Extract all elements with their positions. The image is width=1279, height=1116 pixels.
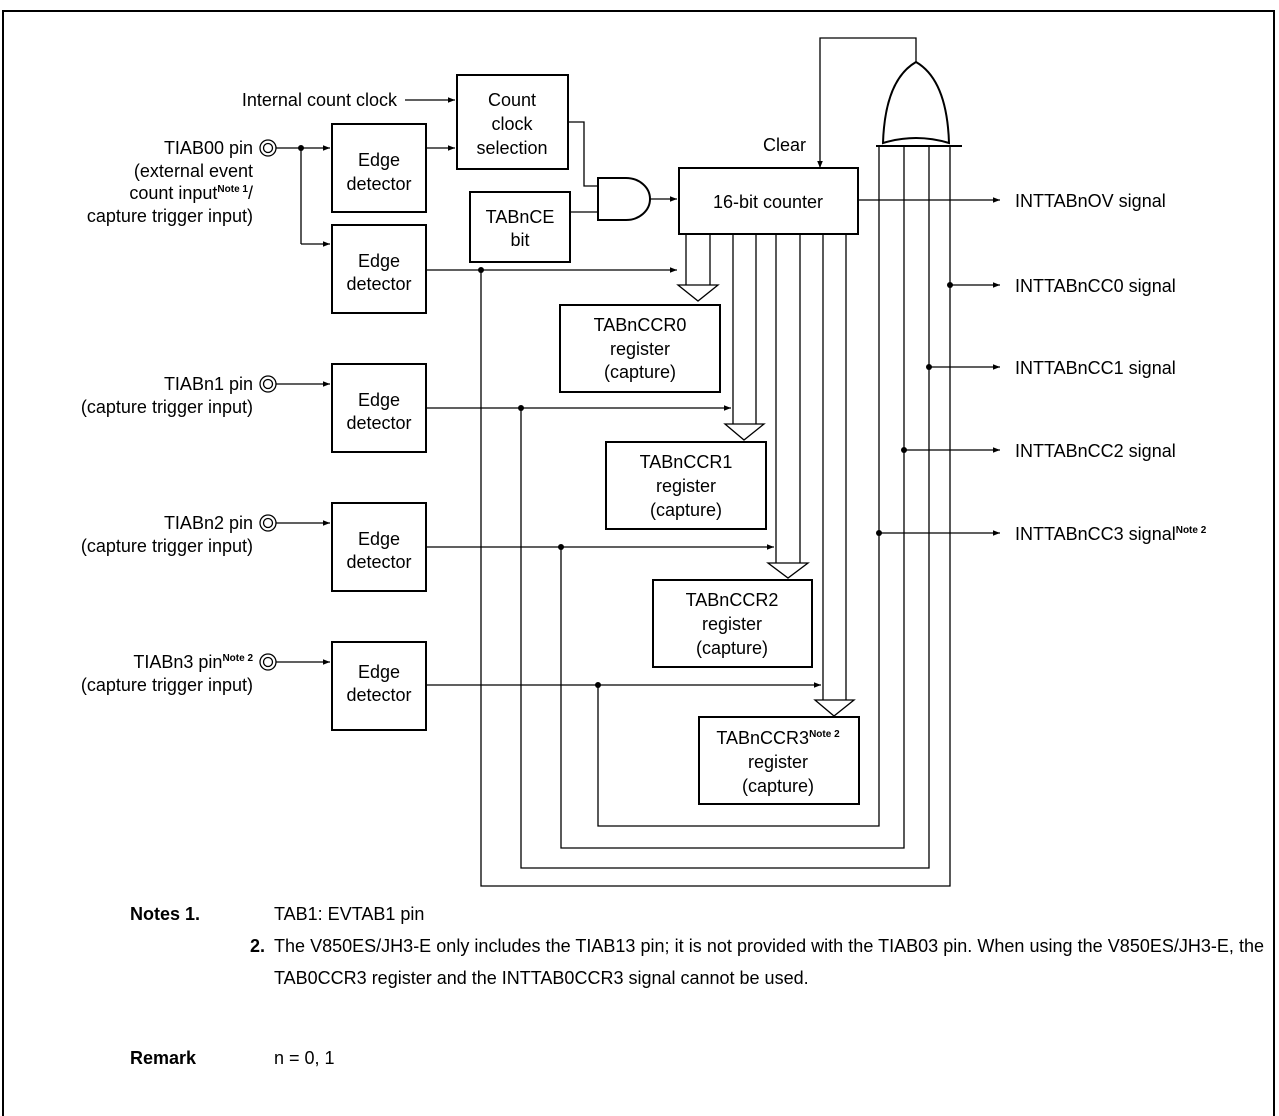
svg-text:(capture): (capture) <box>742 776 814 796</box>
svg-text:(capture): (capture) <box>696 638 768 658</box>
output-cc0-label: INTTABnCC0 signal <box>1015 276 1176 296</box>
svg-text:(capture): (capture) <box>650 500 722 520</box>
count-clock-selection: Count clock selection <box>456 74 569 170</box>
junction-dot <box>518 405 524 411</box>
svg-text:(external event: (external event <box>134 161 253 181</box>
bus-arrow-icon <box>723 423 766 441</box>
svg-text:16-bit counter: 16-bit counter <box>713 192 823 212</box>
svg-text:count inputNote 1/: count inputNote 1/ <box>129 183 253 203</box>
junction-dot <box>298 145 304 151</box>
register-ccr1: TABnCCR1 register (capture) <box>605 441 767 530</box>
pin-icon <box>259 653 277 671</box>
svg-text:Edge: Edge <box>358 529 400 549</box>
edge-detector-2: Edge detector <box>331 224 427 314</box>
capture-trigger-wires <box>426 146 951 887</box>
svg-text:TABnCCR1: TABnCCR1 <box>640 452 733 472</box>
edge-detector-5: Edge detector <box>331 641 427 731</box>
svg-text:TABnCCR2: TABnCCR2 <box>686 590 779 610</box>
svg-text:detector: detector <box>346 274 411 294</box>
register-ccr0: TABnCCR0 register (capture) <box>559 304 721 393</box>
junction-dot <box>558 544 564 550</box>
junction-dot <box>595 682 601 688</box>
tiabn3-label: TIABn3 pinNote 2 (capture trigger input) <box>81 652 254 695</box>
note-1-text: TAB1: EVTAB1 pin <box>274 904 425 924</box>
bus-arrow-icon <box>813 699 856 717</box>
pin-icon <box>259 139 277 157</box>
svg-text:(capture): (capture) <box>604 362 676 382</box>
svg-text:detector: detector <box>346 552 411 572</box>
svg-text:detector: detector <box>346 685 411 705</box>
tiabn2-label: TIABn2 pin (capture trigger input) <box>81 513 253 556</box>
junction-dot <box>876 530 882 536</box>
junction-dot <box>926 364 932 370</box>
output-cc2-label: INTTABnCC2 signal <box>1015 441 1176 461</box>
svg-text:detector: detector <box>346 174 411 194</box>
notes-heading: Notes 1. <box>130 904 201 924</box>
svg-text:bit: bit <box>510 230 529 250</box>
clear-feedback-wire <box>817 37 917 168</box>
junction-dot <box>947 282 953 288</box>
or-gate <box>876 60 962 147</box>
edge-detector-4: Edge detector <box>331 502 427 592</box>
tabnce-bit: TABnCE bit <box>469 191 571 263</box>
svg-text:TIAB00 pin: TIAB00 pin <box>164 138 253 158</box>
note-2-text: The V850ES/JH3-E only includes the TIAB1… <box>274 936 1264 988</box>
clear-label: Clear <box>763 135 806 155</box>
pin-icon <box>259 375 277 393</box>
and-input-wires <box>568 121 677 213</box>
svg-text:TABnCE: TABnCE <box>486 207 555 227</box>
edge-detector-1: Edge detector <box>331 123 427 213</box>
svg-text:clock: clock <box>491 114 533 134</box>
svg-text:TIABn2 pin: TIABn2 pin <box>164 513 253 533</box>
tiab00-label: TIAB00 pin (external event count inputNo… <box>87 138 253 226</box>
svg-text:register: register <box>748 752 808 772</box>
svg-text:TABnCCR3Note 2: TABnCCR3Note 2 <box>716 728 840 748</box>
svg-text:TABnCCR0: TABnCCR0 <box>594 315 687 335</box>
junction-dot <box>478 267 484 273</box>
note-2-number: 2. <box>250 936 266 956</box>
register-ccr2: TABnCCR2 register (capture) <box>652 579 813 668</box>
svg-text:Edge: Edge <box>358 251 400 271</box>
and-gate <box>597 177 651 221</box>
register-ccr3: TABnCCR3Note 2 register (capture) <box>698 716 860 805</box>
svg-text:register: register <box>702 614 762 634</box>
svg-text:(capture trigger input): (capture trigger input) <box>81 536 253 556</box>
svg-text:Edge: Edge <box>358 662 400 682</box>
interrupt-output-wires <box>879 282 1000 536</box>
svg-text:TIABn1 pin: TIABn1 pin <box>164 374 253 394</box>
output-ov-label: INTTABnOV signal <box>1015 191 1166 211</box>
svg-text:Count: Count <box>488 90 536 110</box>
edge-detector-3: Edge detector <box>331 363 427 453</box>
svg-text:Edge: Edge <box>358 150 400 170</box>
remark-label: Remark <box>130 1048 197 1068</box>
pin-icon <box>259 514 277 532</box>
svg-text:detector: detector <box>346 413 411 433</box>
timer-block-diagram: Internal count clock TIAB00 pin (externa… <box>81 37 1207 887</box>
svg-text:capture trigger input): capture trigger input) <box>87 206 253 226</box>
junction-dot <box>901 447 907 453</box>
tiabn1-label: TIABn1 pin (capture trigger input) <box>81 374 253 417</box>
svg-text:register: register <box>656 476 716 496</box>
bus-arrow-icon <box>676 284 720 302</box>
svg-text:TIABn3 pinNote 2: TIABn3 pinNote 2 <box>133 652 253 672</box>
internal-clock-label: Internal count clock <box>242 90 398 110</box>
remark-text: n = 0, 1 <box>274 1048 335 1068</box>
bus-arrow-icon <box>766 562 810 579</box>
svg-text:selection: selection <box>476 138 547 158</box>
output-cc3-label: INTTABnCC3 signalNote 2 <box>1015 524 1207 544</box>
svg-text:Edge: Edge <box>358 390 400 410</box>
figure-frame <box>2 10 1275 1116</box>
svg-text:register: register <box>610 339 670 359</box>
counter-bus-wires <box>685 234 847 700</box>
output-cc1-label: INTTABnCC1 signal <box>1015 358 1176 378</box>
svg-text:(capture trigger input): (capture trigger input) <box>81 675 253 695</box>
svg-text:(capture trigger input): (capture trigger input) <box>81 397 253 417</box>
counter-16bit: 16-bit counter <box>678 167 859 235</box>
